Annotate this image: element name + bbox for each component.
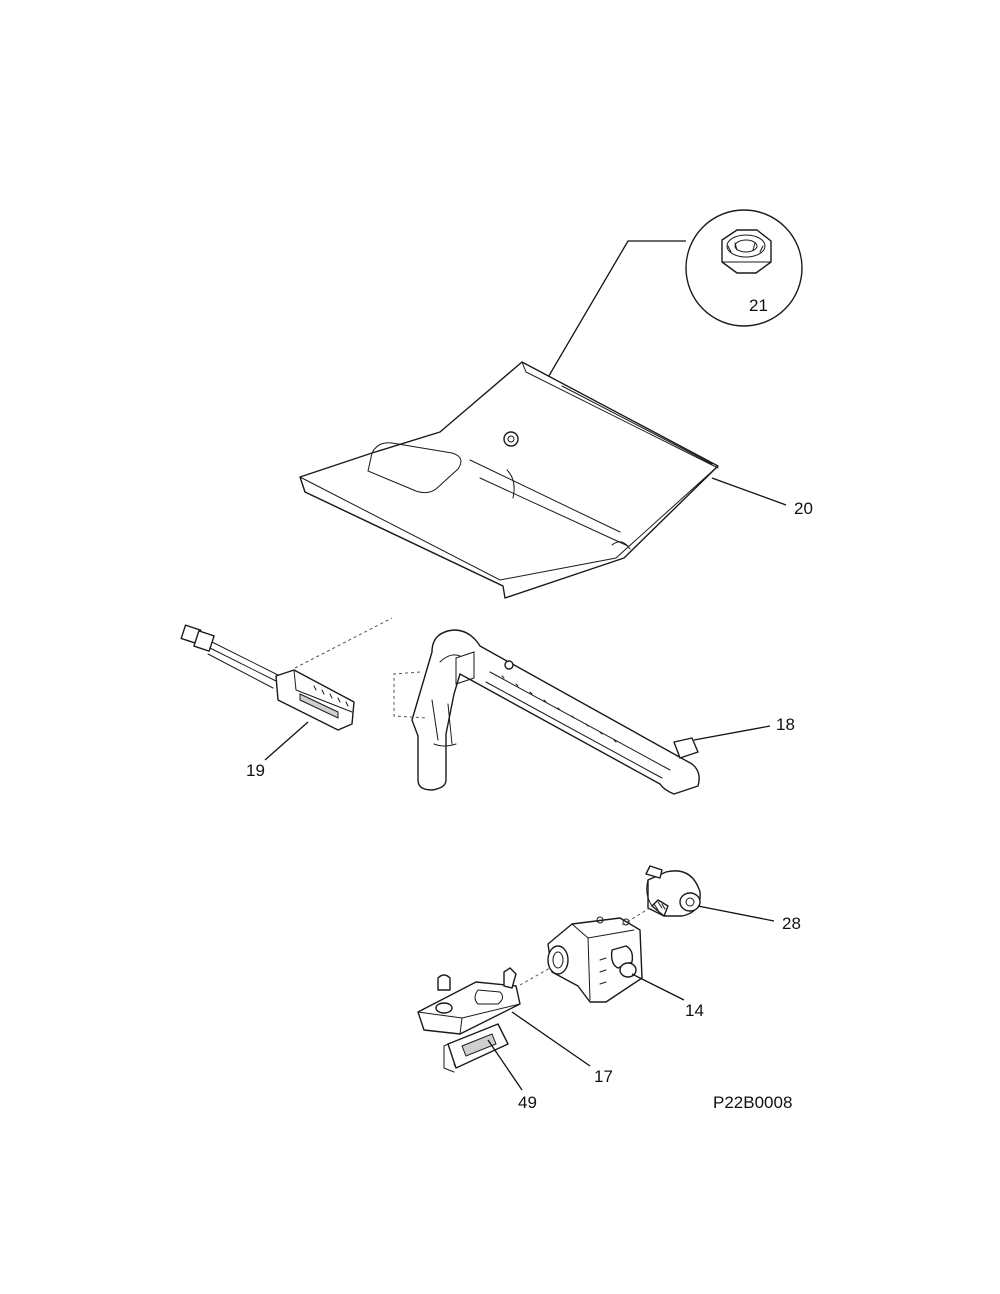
assembly-line-18: [393, 671, 429, 719]
leader-49: [487, 1039, 523, 1091]
callout-14: 14: [685, 1001, 704, 1020]
leader-28: [697, 905, 775, 922]
leader-18: [693, 725, 771, 741]
part-49-bracket: [443, 1023, 509, 1073]
leader-21: [515, 240, 686, 433]
callout-19: 19: [246, 761, 265, 780]
assembly-line-14: [519, 967, 551, 986]
part-17-switch: [417, 967, 521, 1035]
part-21-nut: [685, 209, 803, 327]
callout-28: 28: [782, 914, 801, 933]
leader-20: [711, 477, 787, 506]
assembly-line-19: [294, 617, 393, 669]
leader-14: [631, 973, 685, 1001]
leader-19: [264, 721, 309, 761]
leader-17: [511, 1011, 591, 1067]
part-14-valve: [547, 916, 643, 1003]
part-18-burner-tube: [411, 629, 700, 795]
part-19-igniter: [180, 624, 355, 731]
callout-49: 49: [518, 1093, 537, 1112]
diagram-code-label: P22B0008: [713, 1093, 792, 1112]
part-20-burner-plate: [299, 361, 719, 599]
callout-17: 17: [594, 1067, 613, 1086]
callout-21: 21: [749, 296, 768, 315]
callout-18: 18: [776, 715, 795, 734]
callout-20: 20: [794, 499, 813, 518]
part-28-fitting: [645, 865, 701, 917]
